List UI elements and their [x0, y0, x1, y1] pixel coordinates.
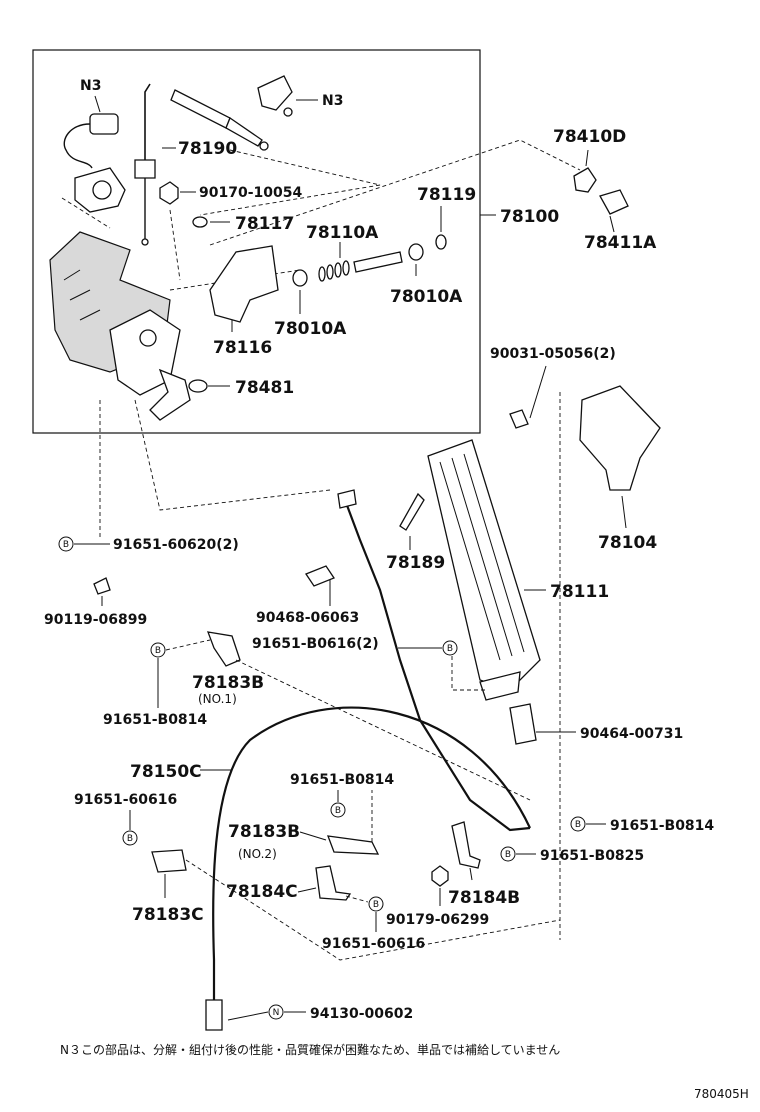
svg-text:B: B — [373, 900, 379, 910]
label-78410d: 78410D — [553, 127, 626, 147]
label-91651-b0814-b: 91651-B0814 — [290, 772, 394, 788]
label-78104: 78104 — [598, 533, 657, 553]
nut-90179 — [431, 865, 449, 887]
label-91651-b0616: 91651-B0616(2) — [252, 636, 379, 652]
svg-text:B: B — [155, 646, 161, 656]
pedal-lever-assembly — [49, 231, 191, 421]
label-78183b-no2: 78183B — [228, 822, 300, 842]
subassembly-frame — [32, 49, 481, 434]
cable-78150c — [212, 706, 531, 1000]
n3-tag-right: N3 — [322, 93, 343, 109]
label-78116: 78116 — [213, 338, 272, 358]
stopper-78189 — [399, 492, 425, 531]
label-78119: 78119 — [417, 185, 476, 205]
nut-78410d — [573, 167, 597, 193]
cable-end-lower — [205, 999, 223, 1031]
label-90464-00731: 90464-00731 — [580, 726, 683, 742]
label-78183b-no1: 78183B — [192, 673, 264, 693]
svg-text:B: B — [127, 834, 133, 844]
drawing-number: 780405H — [694, 1087, 749, 1101]
label-90170-10054: 90170-10054 — [199, 185, 302, 201]
label-91651-b0814-a: 91651-B0814 — [103, 712, 207, 728]
bracket-78184c — [315, 865, 352, 901]
label-78184b: 78184B — [448, 888, 520, 908]
ball-joint — [257, 75, 293, 117]
n3-tag-left: N3 — [80, 78, 101, 94]
svg-text:B: B — [63, 540, 69, 550]
svg-text:B: B — [505, 850, 511, 860]
clip-78481 — [188, 379, 208, 393]
bracket-78116 — [209, 245, 279, 323]
marker-b-60620: B — [58, 536, 74, 552]
marker-n-94130: N — [268, 1004, 284, 1020]
footnote-n3: N３この部品は、分解・組付け後の性能・品質確保が困難なため、単品では補給していま… — [60, 1042, 560, 1057]
clamp-78183b-no2 — [327, 835, 380, 855]
svg-text:B: B — [575, 820, 581, 830]
label-78184c: 78184C — [226, 882, 298, 902]
svg-text:B: B — [447, 644, 453, 654]
bolt-90119 — [93, 577, 111, 595]
label-94130-00602: 94130-00602 — [310, 1006, 413, 1022]
label-90179-06299: 90179-06299 — [386, 912, 489, 928]
label-78183b-no2-sub: (NO.2) — [238, 847, 277, 861]
label-91651-60620: 91651-60620(2) — [113, 537, 239, 553]
pivot-pin — [353, 251, 403, 273]
clamp-78183b-no1 — [206, 631, 241, 667]
label-90468-06063: 90468-06063 — [256, 610, 359, 626]
marker-b-b0616: B — [442, 640, 458, 656]
nut-90170 — [159, 181, 179, 205]
marker-b-b0814-a: B — [150, 642, 166, 658]
marker-b-b0814-c: B — [570, 816, 586, 832]
label-91651-60616-a: 91651-60616 — [74, 792, 177, 808]
label-78150c: 78150C — [130, 762, 202, 782]
label-78111: 78111 — [550, 582, 609, 602]
label-78110a: 78110A — [306, 223, 379, 243]
label-78411a: 78411A — [584, 233, 657, 253]
cable-end-upper — [337, 489, 357, 509]
frame-part-number: 78100 — [500, 207, 559, 227]
label-78010a-left: 78010A — [274, 319, 347, 339]
label-91651-b0814-c: 91651-B0814 — [610, 818, 714, 834]
label-78481: 78481 — [235, 378, 294, 398]
svg-text:B: B — [335, 806, 341, 816]
marker-b-60616-a: B — [122, 830, 138, 846]
clamp-90464 — [509, 703, 537, 745]
sensor-connector — [63, 95, 126, 213]
clip-90468 — [305, 565, 335, 587]
label-90119-06899: 90119-06899 — [44, 612, 147, 628]
label-78190: 78190 — [178, 139, 237, 159]
marker-b-b0825: B — [500, 846, 516, 862]
spring-78110a — [318, 260, 350, 282]
cable-rod-78190 — [134, 83, 269, 246]
stopper-78411a — [599, 189, 629, 215]
svg-text:N: N — [273, 1008, 280, 1018]
marker-b-b0814-b: B — [330, 802, 346, 818]
washer-78119 — [435, 234, 447, 250]
bolt-90031 — [509, 409, 529, 429]
clamp-78183c — [151, 849, 187, 873]
marker-b-60616-b: B — [368, 896, 384, 912]
accelerator-pedal-78111 — [427, 439, 541, 701]
bracket-78184b — [451, 821, 481, 869]
label-91651-60616-b: 91651-60616 — [322, 936, 425, 952]
bushing-78010a-left — [292, 269, 308, 287]
label-91651-b0825: 91651-B0825 — [540, 848, 644, 864]
label-78117: 78117 — [235, 214, 294, 234]
label-78189: 78189 — [386, 553, 445, 573]
bracket-78104 — [579, 385, 661, 491]
label-78183c: 78183C — [132, 905, 204, 925]
washer-78117 — [192, 216, 208, 228]
label-78183b-no1-sub: (NO.1) — [198, 692, 237, 706]
label-78010a-right: 78010A — [390, 287, 463, 307]
cable-upper — [343, 499, 531, 832]
label-90031-05056: 90031-05056(2) — [490, 346, 616, 362]
bushing-78010a-right — [408, 243, 424, 261]
